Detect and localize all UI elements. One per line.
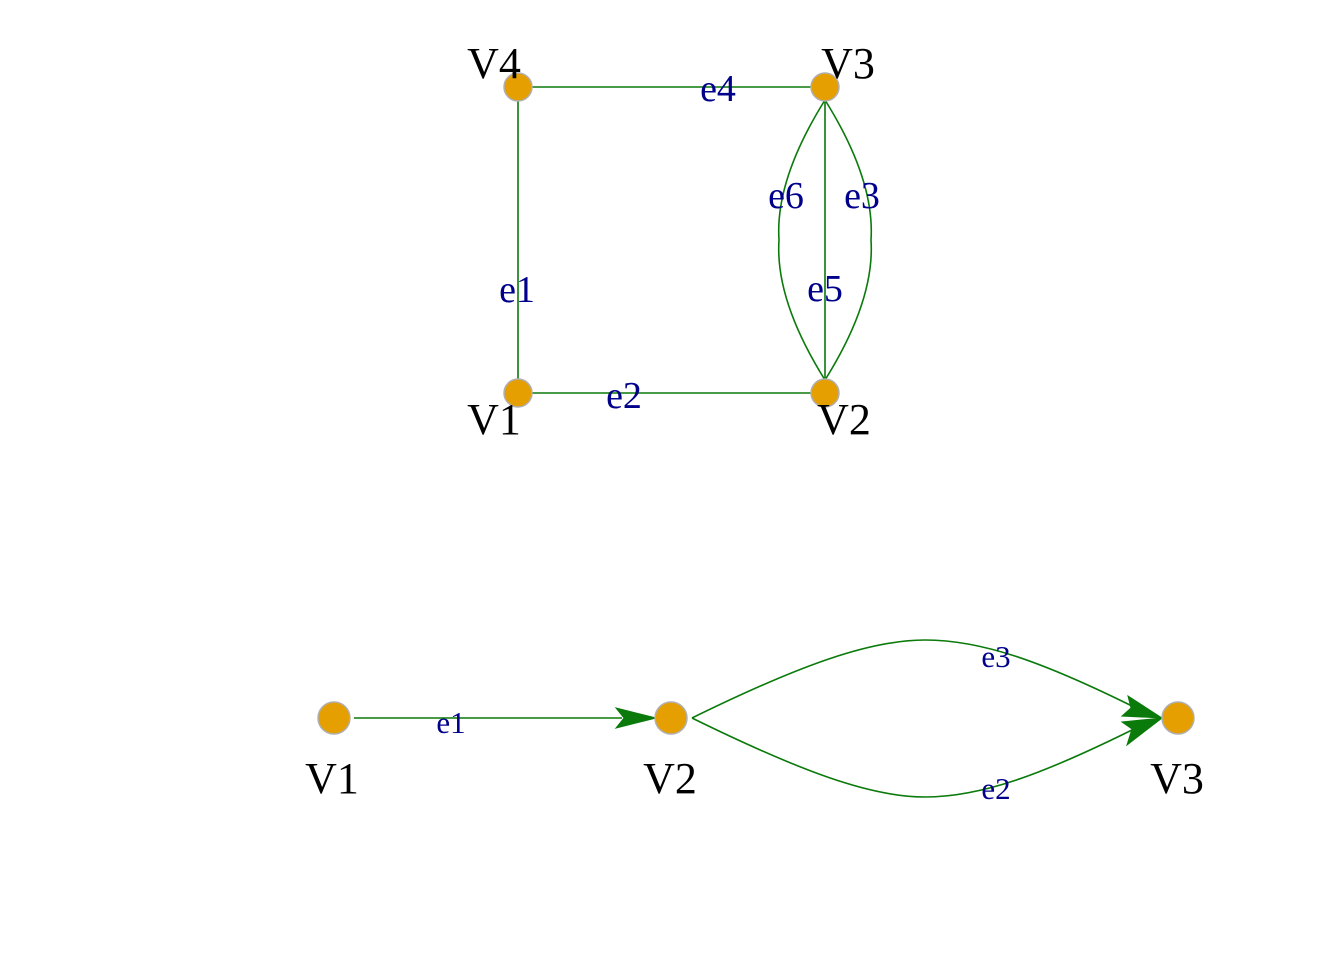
edge-label-e6: e6 xyxy=(768,175,804,217)
edge-label-e3-directed: e3 xyxy=(981,639,1010,674)
vertex-v2-directed xyxy=(654,701,688,735)
edge-e3-directed xyxy=(691,639,1141,719)
edge-label-e1: e1 xyxy=(499,269,535,311)
vertex-v4 xyxy=(503,72,533,102)
edge-label-e1-directed: e1 xyxy=(436,705,465,740)
arrowhead-e2 xyxy=(1120,717,1164,747)
edge-e3 xyxy=(824,99,873,381)
vertex-label-v3: V3 xyxy=(821,39,875,88)
vertex-label-v3-directed: V3 xyxy=(1150,754,1204,803)
edge-label-e2-directed: e2 xyxy=(981,771,1010,806)
vertex-label-v2: V2 xyxy=(817,395,871,444)
vertex-label-v4: V4 xyxy=(467,39,521,88)
arrowhead-e1 xyxy=(614,707,657,729)
arrowhead-e3 xyxy=(1120,694,1164,719)
vertex-v1 xyxy=(503,378,533,408)
vertex-v3 xyxy=(810,72,840,102)
edge-e6 xyxy=(777,99,826,381)
edge-e2-directed xyxy=(691,717,1141,798)
undirected-graph: V4 V3 V1 V2 e1 e2 e3 e4 e5 e6 xyxy=(467,39,880,444)
edge-label-e3: e3 xyxy=(844,175,880,217)
vertex-label-v2-directed: V2 xyxy=(643,754,697,803)
vertex-v2 xyxy=(810,378,840,408)
vertex-v3-directed xyxy=(1161,701,1195,735)
edge-label-e2: e2 xyxy=(606,375,642,417)
directed-graph: V1 V2 V3 e1 e2 e3 xyxy=(305,639,1204,806)
edge-label-e4: e4 xyxy=(700,68,736,110)
vertex-label-v1: V1 xyxy=(467,395,521,444)
vertex-v1-directed xyxy=(317,701,351,735)
edge-label-e5: e5 xyxy=(807,268,843,310)
vertex-label-v1-directed: V1 xyxy=(305,754,359,803)
